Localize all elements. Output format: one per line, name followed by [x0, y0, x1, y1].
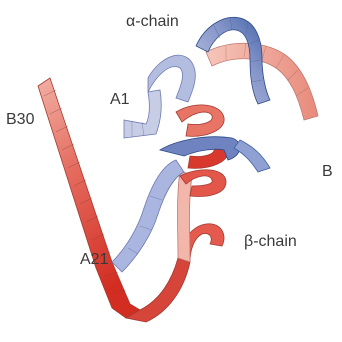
beta-chain-lower-ribbon [38, 78, 190, 322]
a21-label: A21 [80, 251, 109, 268]
b-label: B [322, 163, 333, 180]
a1-label: A1 [110, 91, 130, 108]
alpha-chain-label: α-chain [126, 13, 179, 30]
beta-chain-label: β-chain [244, 233, 297, 250]
b30-label: B30 [6, 111, 35, 128]
